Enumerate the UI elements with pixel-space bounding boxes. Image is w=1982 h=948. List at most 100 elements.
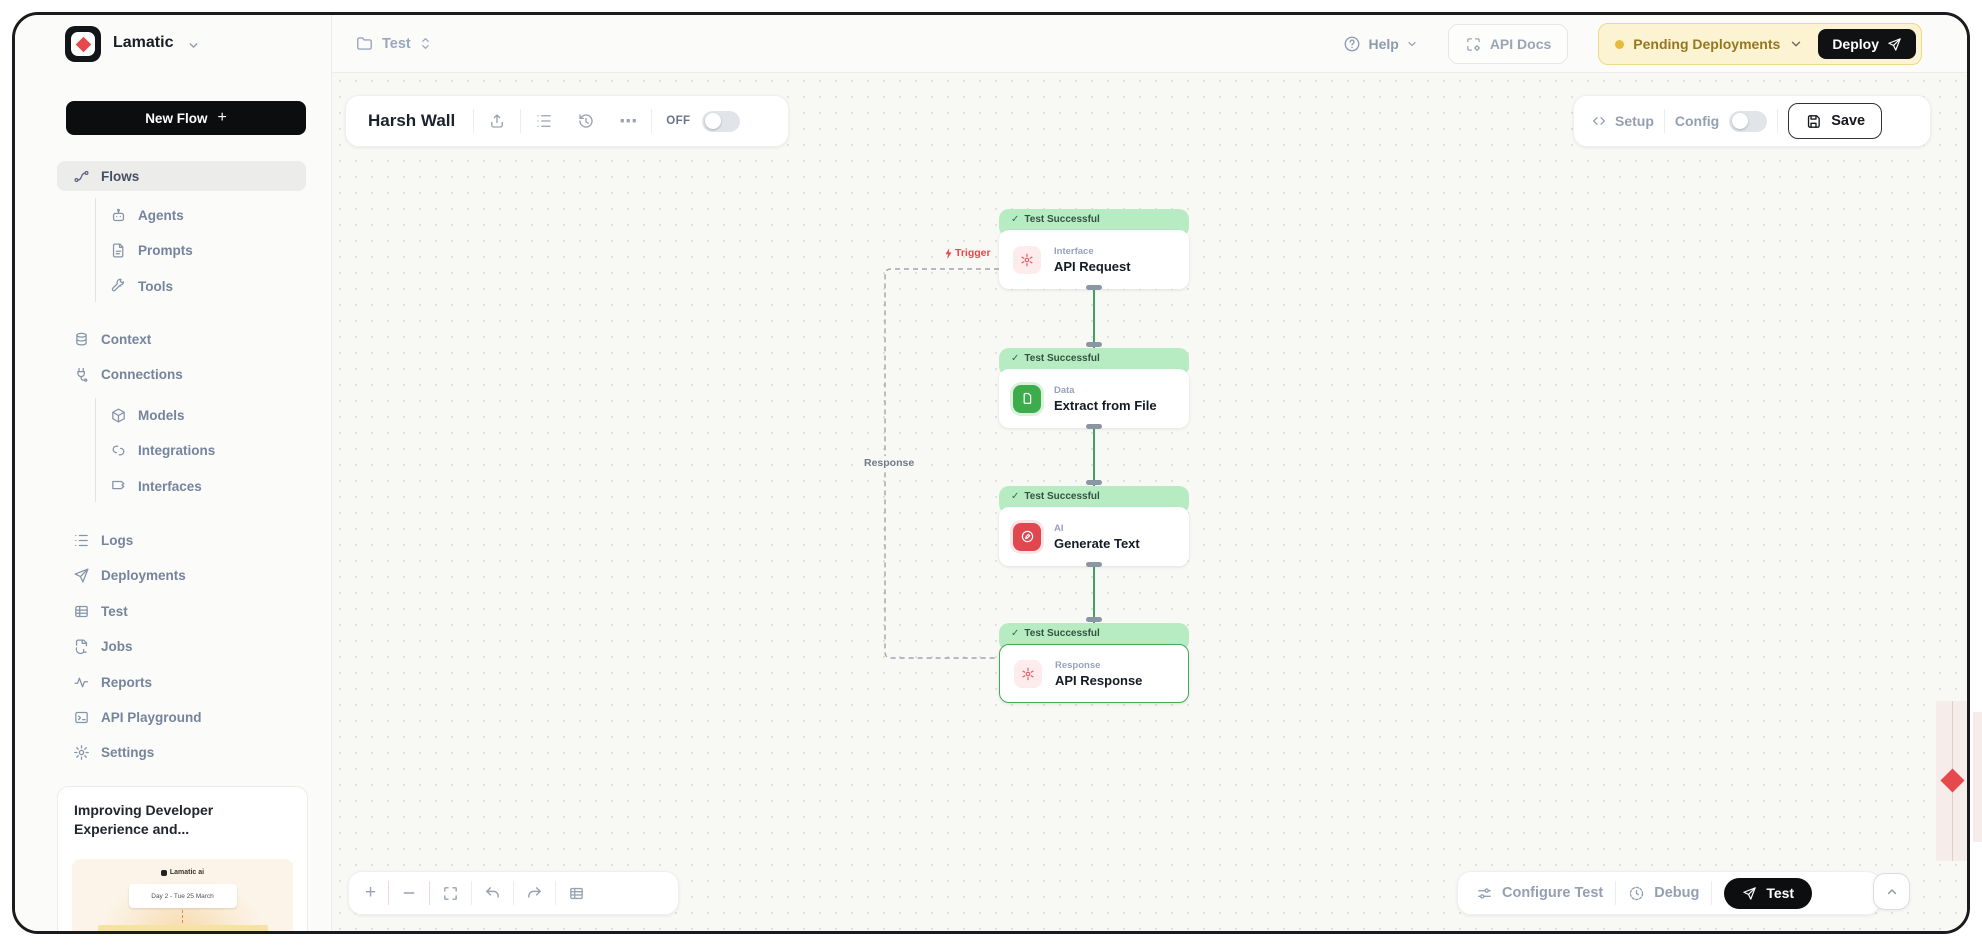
connector-handle[interactable] (1086, 562, 1102, 567)
more-options-button[interactable]: ⋯ (619, 110, 638, 131)
off-label: OFF (666, 115, 691, 127)
collapse-panel-button[interactable] (1873, 873, 1910, 910)
sidebar-item-context[interactable]: Context (57, 324, 306, 354)
save-button[interactable]: Save (1788, 103, 1883, 139)
fit-view-button[interactable] (432, 885, 469, 902)
document-icon (110, 242, 127, 259)
redo-icon (528, 886, 541, 898)
sidebar-item-agents[interactable]: Agents (57, 200, 306, 230)
configure-test-button[interactable]: Configure Test (1464, 885, 1603, 902)
node-api-request[interactable]: ✓ Test Successful Interface API Request (999, 209, 1189, 289)
indent-guide (95, 198, 96, 302)
connector-handle[interactable] (1086, 480, 1102, 485)
help-chevron-down-icon (1408, 41, 1416, 47)
config-toggle[interactable] (1729, 110, 1768, 132)
brand-chevron-down-icon[interactable] (187, 39, 200, 52)
redo-button[interactable] (516, 885, 553, 902)
grid-view-button[interactable] (558, 885, 595, 902)
database-icon (73, 331, 90, 348)
sidebar-item-prompts[interactable]: Prompts (57, 235, 306, 265)
zoom-in-button[interactable]: + (365, 882, 377, 903)
node-generate-text[interactable]: ✓ Test Successful AI Generate Text (999, 486, 1189, 566)
minus-icon (403, 892, 415, 894)
sidebar-item-reports[interactable]: Reports (57, 667, 306, 697)
zoom-out-button[interactable] (391, 885, 427, 901)
deploy-send-icon (1888, 37, 1901, 51)
pending-chevron-down-icon[interactable] (1789, 37, 1803, 51)
deploy-button[interactable]: Deploy (1818, 29, 1916, 59)
refresh-doc-icon (73, 638, 90, 655)
node-status-text: Test Successful (1024, 628, 1100, 639)
node-category: Response (1055, 659, 1101, 671)
history-button[interactable] (567, 112, 605, 130)
sidebar-item-api-playground[interactable]: API Playground (57, 702, 306, 732)
bolt-icon (945, 247, 952, 259)
help-menu[interactable]: Help (1343, 35, 1417, 53)
node-status-text: Test Successful (1024, 491, 1100, 502)
sidebar-item-flows[interactable]: Flows (57, 161, 306, 191)
flow-enabled-toggle[interactable] (702, 110, 741, 132)
breadcrumb[interactable]: Test (355, 34, 432, 53)
thumb-date-card: Day 2 - Tue 25 March (128, 884, 237, 908)
sidebar-item-logs[interactable]: Logs (57, 525, 306, 555)
sidebar-divider (331, 15, 332, 931)
promo-title: Improving Developer Experience and... (74, 802, 214, 837)
sidebar-item-test[interactable]: Test (57, 596, 306, 626)
folder-icon (357, 37, 372, 50)
check-icon: ✓ (1011, 214, 1020, 225)
node-title: Extract from File (1054, 397, 1157, 413)
list-icon (73, 532, 90, 549)
help-label: Help (1368, 36, 1399, 52)
connector-handle[interactable] (1086, 424, 1102, 429)
check-icon: ✓ (1011, 353, 1020, 364)
sidebar-item-deployments[interactable]: Deployments (57, 560, 306, 590)
api-docs-label: API Docs (1489, 36, 1552, 52)
loop-icon (110, 442, 127, 459)
connector-handle[interactable] (1086, 285, 1102, 290)
flag-icon (110, 478, 127, 495)
response-edge-label[interactable]: Response (859, 456, 920, 470)
trigger-edge-label[interactable]: Trigger (944, 247, 991, 259)
connector-handle[interactable] (1086, 617, 1102, 622)
share-button[interactable] (478, 112, 516, 130)
new-flow-button[interactable]: New Flow + (66, 101, 306, 135)
thumb-banner (97, 925, 268, 931)
undo-button[interactable] (474, 885, 511, 902)
file-icon (1013, 384, 1041, 413)
app-window: Lamatic Test Help API Docs Pending Deplo… (12, 12, 1970, 934)
sidebar-item-connections[interactable]: Connections (57, 359, 306, 389)
upload-icon (491, 114, 504, 128)
debug-button[interactable]: Debug (1628, 885, 1699, 902)
api-docs-button[interactable]: API Docs (1432, 24, 1584, 64)
node-api-response[interactable]: ✓ Test Successful Response API Response (999, 623, 1189, 703)
list-icon (537, 115, 551, 127)
sidebar-item-models[interactable]: Models (57, 400, 306, 430)
node-title: Generate Text (1054, 535, 1140, 551)
connector-handle[interactable] (1086, 342, 1102, 347)
spreadsheet-icon (570, 887, 583, 899)
list-view-button[interactable] (525, 112, 563, 130)
promo-card[interactable]: Improving Developer Experience and... La… (57, 786, 308, 931)
wrench-icon (110, 278, 127, 295)
workspace-switcher-icon[interactable] (419, 36, 432, 51)
sidebar-item-interfaces[interactable]: Interfaces (57, 471, 306, 501)
pending-deployments-pill[interactable]: Pending Deployments Deploy (1598, 23, 1922, 65)
flow-title[interactable]: Harsh Wall (368, 111, 456, 130)
promo-thumbnail: Lamatic ai Day 2 - Tue 25 March (72, 859, 293, 931)
check-icon: ✓ (1011, 628, 1020, 639)
lamatic-logo[interactable] (65, 26, 101, 62)
test-button[interactable]: Test (1724, 877, 1813, 909)
check-icon: ✓ (1011, 491, 1020, 502)
node-status-text: Test Successful (1024, 353, 1100, 364)
sidebar-item-tools[interactable]: Tools (57, 271, 306, 301)
test-toolbar: Configure Test Debug Test (1457, 871, 1881, 915)
sidebar-item-jobs[interactable]: Jobs (57, 631, 306, 661)
node-title: API Request (1054, 258, 1131, 274)
deploy-label: Deploy (1832, 36, 1879, 52)
fit-view-icon (444, 886, 457, 900)
node-extract-from-file[interactable]: ✓ Test Successful Data Extract from File (999, 348, 1189, 428)
flow-canvas[interactable]: Trigger Response ✓ Test Successful Inter… (332, 73, 1967, 931)
sidebar-item-integrations[interactable]: Integrations (57, 435, 306, 465)
sidebar-item-settings[interactable]: Settings (57, 737, 306, 767)
setup-button[interactable]: Setup (1581, 113, 1654, 129)
